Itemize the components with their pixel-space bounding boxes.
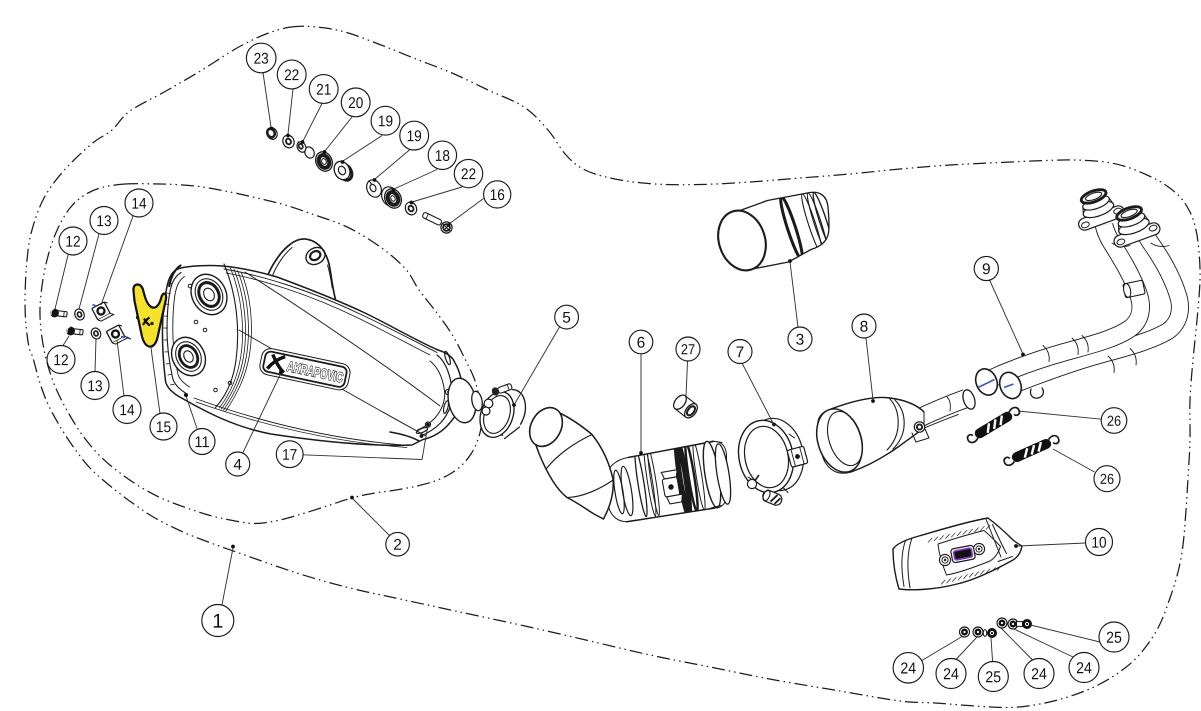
svg-text:14: 14 [131, 196, 147, 213]
svg-text:24: 24 [1076, 660, 1092, 677]
svg-text:25: 25 [1106, 630, 1122, 647]
svg-text:12: 12 [65, 234, 80, 251]
svg-text:13: 13 [87, 378, 102, 395]
svg-text:17: 17 [282, 447, 297, 464]
svg-text:13: 13 [96, 213, 111, 230]
svg-text:3: 3 [796, 332, 805, 349]
svg-text:14: 14 [119, 402, 135, 419]
svg-text:26: 26 [1107, 414, 1121, 430]
svg-text:23: 23 [254, 51, 269, 68]
svg-text:19: 19 [378, 113, 393, 130]
svg-text:26: 26 [1100, 472, 1114, 488]
svg-text:27: 27 [681, 342, 695, 358]
svg-text:18: 18 [435, 148, 450, 165]
svg-text:24: 24 [1031, 666, 1047, 683]
svg-text:6: 6 [637, 335, 646, 352]
svg-text:16: 16 [490, 187, 505, 204]
svg-text:12: 12 [53, 352, 68, 369]
svg-text:22: 22 [461, 166, 476, 183]
svg-text:11: 11 [194, 434, 209, 451]
svg-text:20: 20 [348, 95, 364, 112]
svg-text:8: 8 [860, 319, 869, 336]
svg-text:7: 7 [736, 344, 745, 361]
svg-text:1: 1 [212, 611, 223, 633]
svg-text:9: 9 [982, 261, 991, 278]
svg-text:4: 4 [233, 457, 242, 474]
svg-text:22: 22 [284, 67, 299, 84]
svg-text:2: 2 [393, 537, 402, 554]
svg-text:21: 21 [316, 82, 331, 99]
svg-text:15: 15 [156, 419, 171, 436]
svg-text:24: 24 [900, 661, 916, 678]
svg-text:19: 19 [407, 128, 422, 145]
svg-text:25: 25 [985, 669, 1001, 686]
svg-text:5: 5 [562, 310, 571, 327]
svg-text:10: 10 [1091, 535, 1107, 552]
svg-text:24: 24 [943, 666, 959, 683]
